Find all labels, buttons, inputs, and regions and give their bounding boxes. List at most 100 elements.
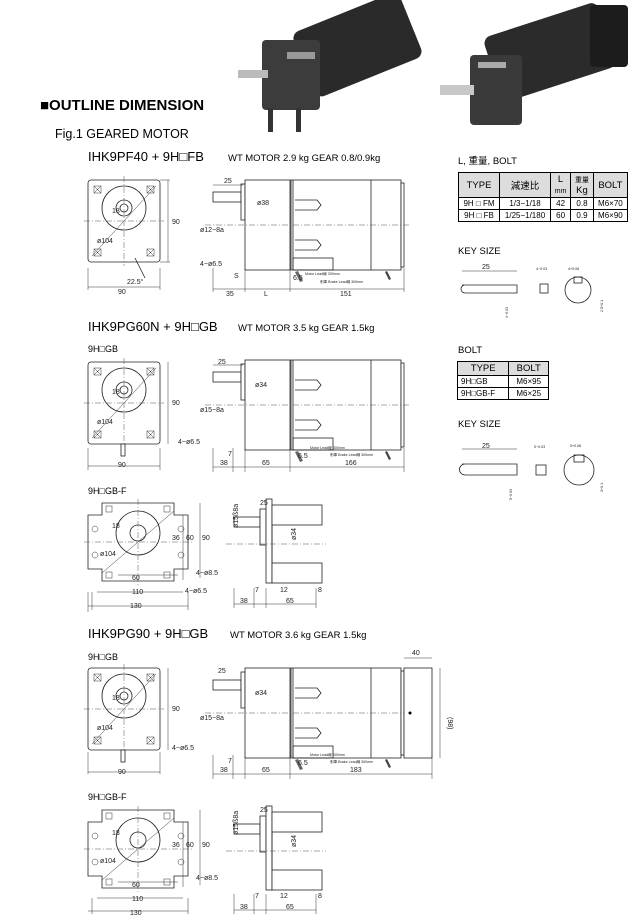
dimension-label: S	[234, 273, 239, 280]
dimension-label: 剎車 Brake Lead線 300mm	[330, 452, 373, 457]
dimension-label: 剎車 Brake Lead線 300mm	[330, 759, 373, 764]
dimension-label: ø104	[100, 551, 116, 558]
dimension-label: ø15−8a	[200, 407, 224, 414]
bolt-caption: BOLT	[458, 345, 482, 356]
dimension-label: 2.5+0.1	[600, 300, 604, 312]
dimension-label: 40	[412, 650, 420, 657]
dimension-label: 38	[240, 904, 248, 911]
dimension-label: 6.5	[298, 453, 308, 460]
dimension-label: 6.5	[293, 275, 303, 282]
dimension-label: 166	[345, 460, 357, 467]
header-bolt: BOLT	[508, 361, 549, 376]
dimension-label: 5−0.03	[509, 489, 513, 500]
dimension-label: 36	[172, 842, 180, 849]
dimension-label: 25	[260, 500, 268, 507]
dimension-label: 90	[118, 462, 126, 469]
dimension-label: 38	[240, 598, 248, 605]
dimension-label: 35	[226, 291, 234, 298]
dimension-label: 4−0.03	[505, 307, 509, 318]
motor-photo-right	[440, 3, 628, 125]
key-size-drawing-1: 25 4−0.03 4+0.06 4−0.03 2.5+0.1	[460, 264, 604, 318]
cell: 0.8	[570, 197, 594, 210]
dimension-label: 7	[228, 758, 232, 765]
side-view-4: 40 (98) 25 ø34 ø15−8a 7 6.5 38 65 183 Mo…	[200, 650, 453, 779]
dimension-label: 12	[280, 587, 288, 594]
dimension-label: Motor Lead線 300mm	[310, 445, 345, 450]
key-size-drawing-2: 25 5−0.03 5+0.06 5−0.03 3+0.1	[459, 443, 604, 500]
dimension-label: 25	[482, 443, 490, 450]
dimension-label: 60	[132, 575, 140, 582]
front-view-1: 90 90 ø104 18 4−ø6.5 22.5°	[83, 175, 222, 296]
dimension-label: 38	[220, 460, 228, 467]
dimension-label: 90	[172, 706, 180, 713]
front-view-2: 90 90 ø104 18 4−ø6.5	[83, 357, 200, 470]
dimension-label: ø15ß8a	[233, 504, 240, 528]
dimension-label: 25	[482, 264, 490, 271]
type-label-5: 9H□GB-F	[88, 792, 127, 802]
type-label-3: 9H□GB-F	[88, 486, 127, 496]
cell: M6×95	[508, 375, 549, 388]
dimension-label: 65	[262, 460, 270, 467]
dimension-label: 65	[286, 904, 294, 911]
cell: M6×90	[592, 209, 629, 222]
dimension-label: 7	[255, 893, 259, 900]
bolt-table: TYPE BOLT 9H□GB M6×95 9H□GB-F M6×25	[456, 361, 549, 400]
flange-side-view-3: 25 ø15ß8a ø34 7 12 8 38 65	[225, 498, 327, 608]
model-title-1: IHK9PF40 + 9H□FB	[88, 149, 204, 164]
dimension-label: 65	[262, 767, 270, 774]
dimension-label: 90	[202, 842, 210, 849]
header-bolt: BOLT	[592, 172, 629, 198]
dimension-label: 剎車 Brake Lead線 300mm	[320, 279, 363, 284]
dimension-label: 22.5°	[127, 278, 144, 286]
cell: 9H □ FM	[457, 197, 501, 210]
side-view-2: 25 ø34 ø15−8a 7 6.5 38 65 166 Motor Lead…	[200, 359, 410, 472]
side-view-1: 25 ø38 ø12−8a S 6.5 35 L 151 Motor Lead線…	[200, 178, 410, 298]
cell: 1/25−1/180	[499, 209, 552, 222]
section-title: ■OUTLINE DIMENSION	[40, 97, 204, 114]
front-view-4: 90 90 ø104 18 4−ø6.5	[83, 663, 194, 776]
key-size-title-2: KEY SIZE	[458, 419, 501, 430]
dimension-label: 60	[132, 882, 140, 889]
table-row: 9H□GB-F M6×25	[456, 387, 549, 400]
dimension-label: 12	[280, 893, 288, 900]
dimension-label: 4−ø8.5	[196, 570, 218, 577]
dimension-label: 90	[202, 535, 210, 542]
dimension-label: ø34	[255, 382, 267, 389]
model-title-2: IHK9PG60N + 9H□GB	[88, 319, 218, 334]
dimension-label: 6.5	[298, 760, 308, 767]
figure-caption: Fig.1 GEARED MOTOR	[55, 127, 189, 141]
dimension-label: 18	[112, 523, 120, 530]
dimension-label: L	[264, 291, 268, 298]
cell: 1/3−1/18	[499, 197, 552, 210]
header-l-unit: mm	[554, 188, 567, 195]
dimension-label: 7	[255, 587, 259, 594]
table-row: 9H □ FB 1/25−1/180 60 0.9 M6×90	[457, 209, 629, 222]
dimension-label: 4−0.03	[536, 267, 547, 271]
dimension-label: 38	[220, 767, 228, 774]
dimension-label: ø12−8a	[200, 227, 224, 234]
cell: 9H□GB	[456, 375, 510, 388]
dimension-label: ø104	[97, 725, 113, 732]
dimension-label: 151	[340, 291, 352, 298]
type-label-4: 9H□GB	[88, 652, 118, 662]
flange-side-view-5: 25 ø15ß8a ø34 7 12 8 38 65	[225, 805, 327, 914]
table1-caption: L, 重量, BOLT	[458, 156, 517, 167]
dimension-label: 4−ø6.5	[172, 745, 194, 752]
dimension-label: ø34	[255, 690, 267, 697]
dimension-label: 3+0.1	[600, 483, 604, 492]
table-row: 9H □ FM 1/3−1/18 42 0.8 M6×70	[457, 197, 629, 210]
dimension-label: 25	[218, 668, 226, 675]
cell: 9H□GB-F	[456, 387, 510, 400]
header-weight-label: 重量	[574, 177, 589, 184]
dimension-label: 90	[118, 769, 126, 776]
dimension-label: 8	[318, 587, 322, 594]
cell: 60	[550, 209, 572, 222]
model-title-4: IHK9PG90 + 9H□GB	[88, 626, 208, 641]
header-l-label: L	[557, 174, 564, 185]
dimension-label: 18	[112, 830, 120, 837]
cell: 9H □ FB	[457, 209, 501, 222]
table-row: 9H□GB M6×95	[456, 375, 549, 388]
dimension-label: 36	[172, 535, 180, 542]
cell: M6×70	[592, 197, 629, 210]
type-label-2: 9H□GB	[88, 344, 118, 354]
